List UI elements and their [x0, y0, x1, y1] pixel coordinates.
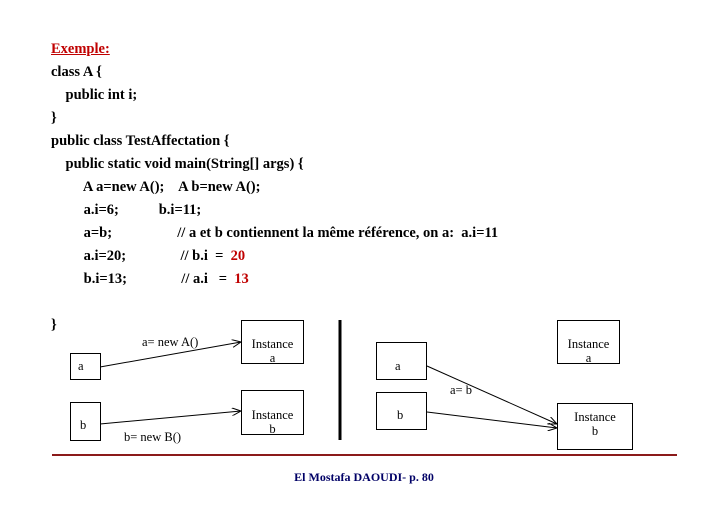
- footer-separator: [52, 454, 677, 456]
- code-line: a.i=20; // b.i = 20: [51, 245, 498, 268]
- arrow-b-to-instance-b: [99, 411, 241, 425]
- instance-b-label: Instance b: [251, 408, 294, 436]
- instance-a-label: Instance a: [251, 337, 294, 365]
- right-instance-a-label: Instance a: [567, 337, 610, 365]
- code-line: A a=new A(); A b=new A();: [51, 179, 261, 195]
- code-text: a.i=20; // b.i =: [51, 248, 231, 264]
- example-title: Exemple:: [51, 41, 110, 57]
- instance-b-box: Instance b: [241, 390, 304, 436]
- arrow-b-label: b= new B(): [124, 430, 182, 444]
- right-arrow-label: a= b: [450, 383, 472, 397]
- code-line: public class TestAffectation {: [51, 133, 230, 149]
- code-text: b.i=13; // a.i =: [51, 271, 235, 287]
- arrow-rb-to-instance-b: [426, 411, 557, 428]
- code-line: [51, 291, 498, 314]
- var-b-label: b: [80, 418, 87, 432]
- right-var-b-box: b: [376, 392, 427, 430]
- var-b-box: b: [70, 402, 101, 441]
- arrow-a-label: a= new A(): [142, 335, 199, 349]
- footer-text: El Mostafa DAOUDI- p. 80: [294, 470, 434, 484]
- right-var-b-label: b: [397, 408, 404, 422]
- result-value: 20: [230, 248, 246, 264]
- right-instance-b-box: Instance b: [557, 403, 633, 450]
- code-line: class A {: [51, 64, 102, 80]
- code-listing: Exemple: class A { public int i; } publi…: [51, 38, 498, 337]
- arrow-ra-to-instance-b: [426, 365, 557, 424]
- var-a-box: a: [70, 353, 101, 380]
- var-a-label: a: [78, 359, 84, 373]
- code-line: public static void main(String[] args) {: [51, 156, 304, 172]
- code-line: }: [51, 110, 57, 126]
- right-instance-a-box: Instance a: [557, 320, 620, 365]
- instance-a-box: Instance a: [241, 320, 304, 365]
- code-line: a=b; // a et b contiennent la même référ…: [51, 225, 499, 241]
- right-var-a-label: a: [395, 359, 401, 373]
- result-value: 13: [234, 271, 249, 287]
- code-line: }: [51, 317, 57, 333]
- code-line: b.i=13; // a.i = 13: [51, 268, 498, 291]
- code-line: public int i;: [51, 87, 138, 103]
- code-line: a.i=6; b.i=11;: [51, 202, 202, 218]
- right-instance-b-label: Instance b: [574, 410, 616, 438]
- right-var-a-box: a: [376, 342, 427, 380]
